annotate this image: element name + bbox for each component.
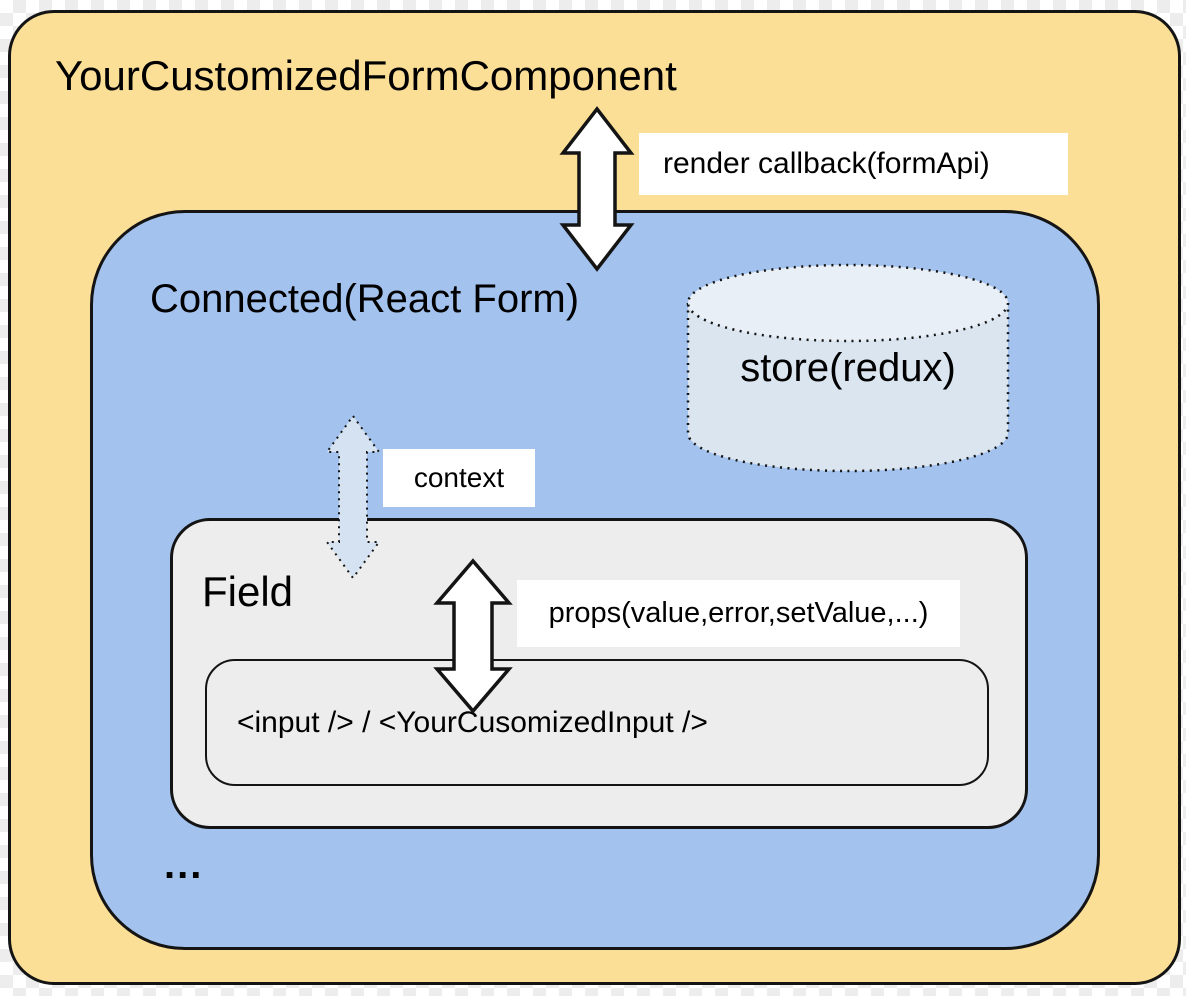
store-cylinder-icon bbox=[686, 263, 1010, 473]
render-callback-label: render callback(formApi) bbox=[639, 133, 1068, 195]
connected-react-form-title: Connected(React Form) bbox=[150, 277, 580, 321]
connected-form-ellipsis: ... bbox=[164, 843, 204, 887]
props-label: props(value,error,setValue,...) bbox=[517, 580, 960, 647]
input-box bbox=[205, 659, 989, 786]
store-label: store(redux) bbox=[740, 346, 956, 390]
outer-box-title: YourCustomizedFormComponent bbox=[55, 52, 677, 99]
props-double-arrow-icon bbox=[433, 558, 513, 714]
field-label: Field bbox=[202, 568, 294, 615]
render-callback-double-arrow-icon bbox=[559, 106, 635, 272]
context-label: context bbox=[383, 449, 535, 507]
context-double-arrow-icon bbox=[325, 414, 381, 580]
